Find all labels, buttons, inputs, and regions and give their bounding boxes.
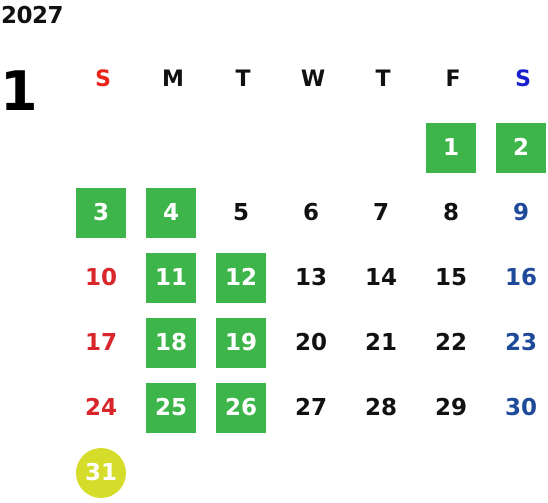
day-cell-4[interactable]: 4 <box>146 188 196 238</box>
day-cell-11[interactable]: 11 <box>146 253 196 303</box>
weekday-header-sat: S <box>515 67 531 92</box>
day-cell-24[interactable]: 24 <box>84 395 117 421</box>
day-cell-12[interactable]: 12 <box>216 253 266 303</box>
day-cell-9[interactable]: 9 <box>512 200 529 226</box>
day-cell-30[interactable]: 30 <box>504 395 537 421</box>
day-cell-27[interactable]: 27 <box>294 395 327 421</box>
day-cell-7[interactable]: 7 <box>372 200 389 226</box>
day-cell-10[interactable]: 10 <box>84 265 117 291</box>
weekday-header-mon: M <box>162 67 184 92</box>
weekday-header-tue: T <box>235 67 251 92</box>
day-cell-22[interactable]: 22 <box>434 330 467 356</box>
day-cell-2[interactable]: 2 <box>496 123 546 173</box>
day-cell-6[interactable]: 6 <box>302 200 319 226</box>
day-cell-25[interactable]: 25 <box>146 383 196 433</box>
weekday-header-thu: T <box>375 67 391 92</box>
year-label: 2027 <box>1 3 64 29</box>
day-cell-20[interactable]: 20 <box>294 330 327 356</box>
weekday-header-fri: F <box>445 67 461 92</box>
day-cell-3[interactable]: 3 <box>76 188 126 238</box>
day-cell-8[interactable]: 8 <box>442 200 459 226</box>
day-cell-16[interactable]: 16 <box>504 265 537 291</box>
day-cell-31[interactable]: 31 <box>76 448 126 498</box>
day-cell-5[interactable]: 5 <box>232 200 249 226</box>
day-cell-28[interactable]: 28 <box>364 395 397 421</box>
day-cell-13[interactable]: 13 <box>294 265 327 291</box>
day-cell-23[interactable]: 23 <box>504 330 537 356</box>
day-cell-21[interactable]: 21 <box>364 330 397 356</box>
day-cell-26[interactable]: 26 <box>216 383 266 433</box>
day-cell-1[interactable]: 1 <box>426 123 476 173</box>
day-cell-15[interactable]: 15 <box>434 265 467 291</box>
weekday-header-sun: S <box>95 67 111 92</box>
month-number: 1 <box>0 60 38 123</box>
day-cell-29[interactable]: 29 <box>434 395 467 421</box>
weekday-header-wed: W <box>300 67 326 92</box>
day-cell-19[interactable]: 19 <box>216 318 266 368</box>
day-cell-14[interactable]: 14 <box>364 265 397 291</box>
day-cell-18[interactable]: 18 <box>146 318 196 368</box>
day-cell-17[interactable]: 17 <box>84 330 117 356</box>
